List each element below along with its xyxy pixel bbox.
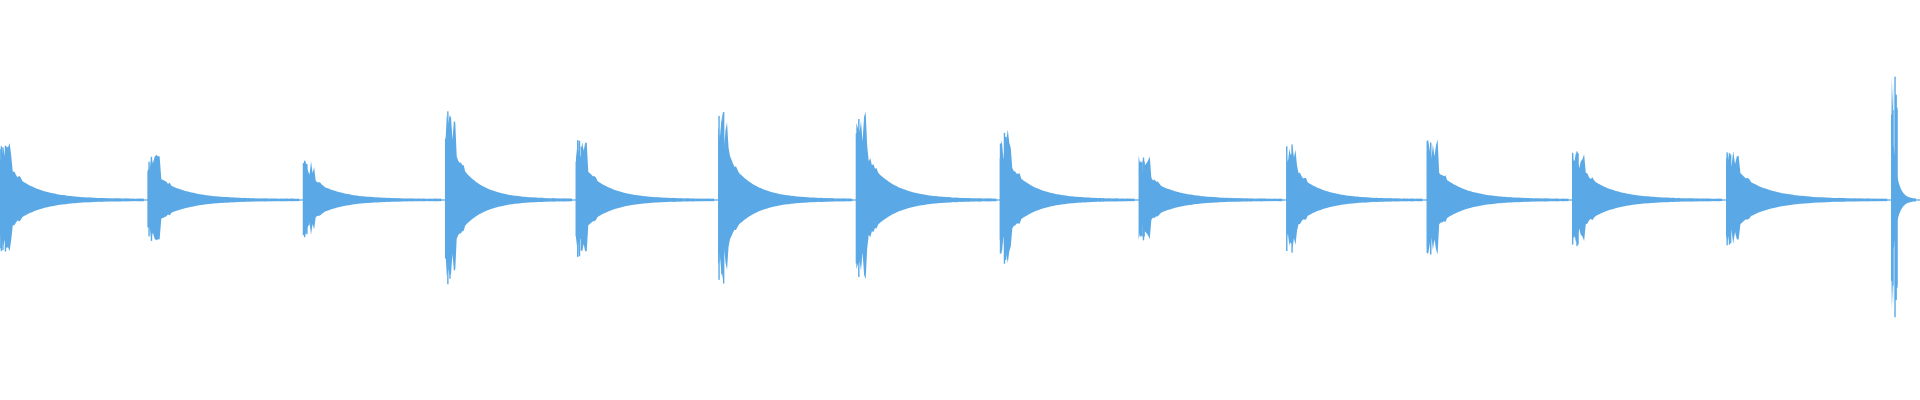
waveform-onset <box>1891 76 1916 312</box>
waveform-onset <box>0 143 144 252</box>
waveform-onset <box>1572 150 1723 244</box>
waveform-onset <box>1286 145 1423 249</box>
waveform-onset <box>1726 151 1888 244</box>
waveform-onset <box>1138 155 1283 240</box>
waveform-onset <box>303 159 442 237</box>
waveform-onset <box>147 154 300 241</box>
waveform-onset <box>576 142 715 252</box>
waveform-onset <box>1000 129 1135 263</box>
waveform-onset <box>445 114 572 277</box>
waveform-onset <box>1426 139 1569 255</box>
waveform-onset <box>856 111 997 280</box>
waveform-onset <box>718 111 853 280</box>
waveform-envelope <box>0 76 1916 318</box>
